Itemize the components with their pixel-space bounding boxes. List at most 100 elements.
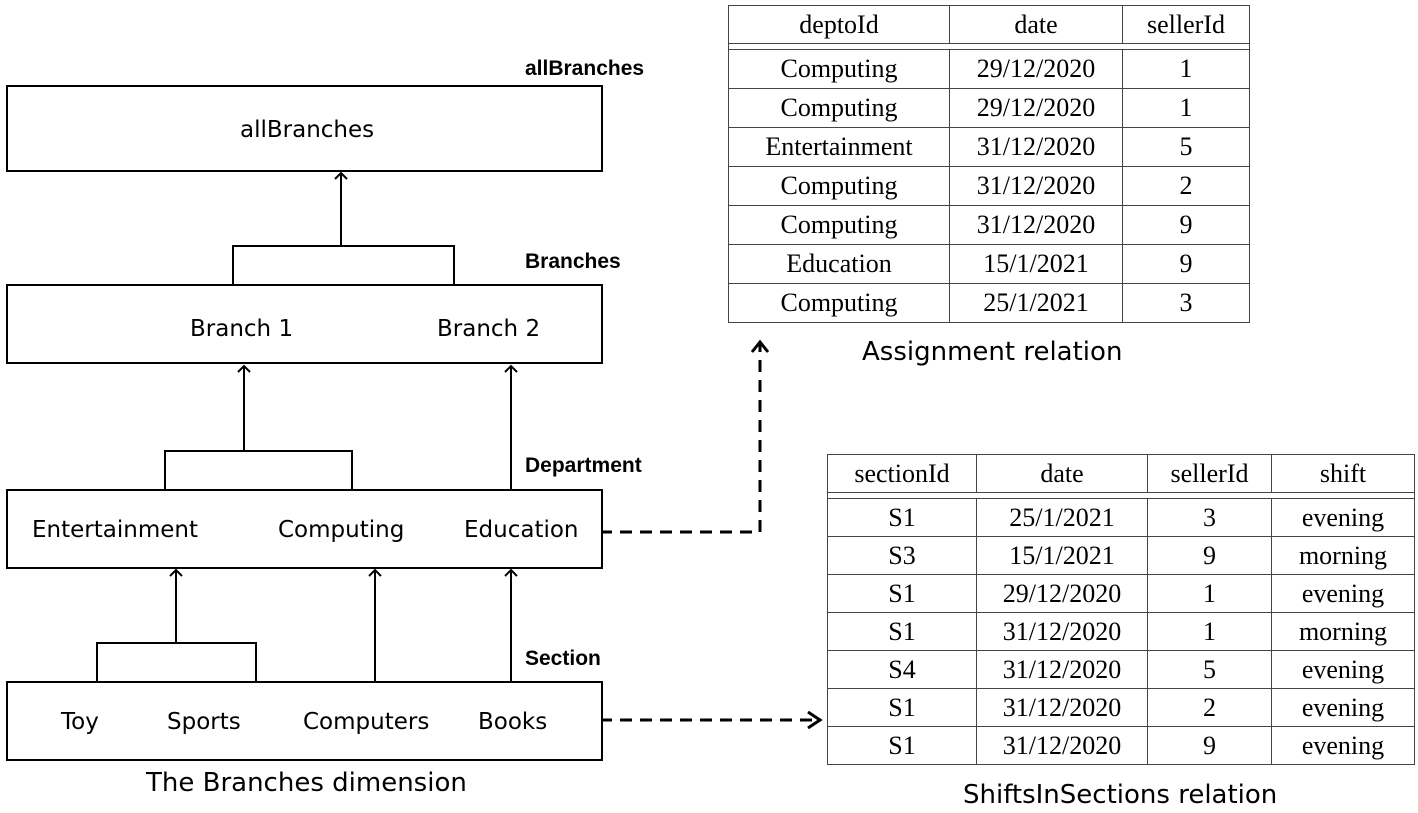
cell: 9 [1147, 536, 1272, 575]
cell: 3 [1147, 498, 1272, 537]
cell: morning [1271, 612, 1415, 651]
shifts-col-sellerid: sellerId [1147, 454, 1272, 493]
cell: 31/12/2020 [949, 127, 1123, 167]
cell: S1 [827, 574, 977, 613]
shifts-caption: ShiftsInSections relation [963, 780, 1278, 810]
assignment-header-row: deptoId date sellerId [728, 5, 1250, 44]
cell: 15/1/2021 [976, 536, 1148, 575]
cell: evening [1271, 498, 1415, 537]
member-books: Books [478, 709, 548, 735]
member-education: Education [464, 517, 579, 543]
cell: Computing [728, 49, 950, 89]
cell: S1 [827, 498, 977, 537]
cell: Computing [728, 205, 950, 245]
cell: 31/12/2020 [976, 688, 1148, 727]
member-toy: Toy [61, 709, 99, 735]
cell: 29/12/2020 [976, 574, 1148, 613]
level-label-section: Section [525, 647, 601, 670]
cell: 2 [1122, 166, 1250, 206]
cell: Entertainment [728, 127, 950, 167]
cell: 2 [1147, 688, 1272, 727]
arrowhead-assignment [750, 339, 770, 353]
link-department-to-assignment [600, 343, 762, 534]
assignment-caption: Assignment relation [862, 337, 1123, 367]
cell: 9 [1122, 244, 1250, 284]
cell: S4 [827, 650, 977, 689]
cell: morning [1271, 536, 1415, 575]
cell: Computing [728, 283, 950, 323]
rollup-branches-to-all [232, 171, 455, 284]
branches-level-box: Branch 1 Branch 2 [6, 284, 603, 364]
member-entertainment: Entertainment [32, 517, 198, 543]
arrowhead-shifts [807, 710, 823, 730]
cell: 1 [1147, 574, 1272, 613]
cell: Computing [728, 166, 950, 206]
cell: 31/12/2020 [976, 612, 1148, 651]
cell: 5 [1147, 650, 1272, 689]
cell: S1 [827, 726, 977, 765]
cell: 29/12/2020 [949, 49, 1123, 89]
member-computers: Computers [303, 709, 430, 735]
department-level-box: Entertainment Computing Education [6, 489, 603, 569]
cell: Education [728, 244, 950, 284]
allbranches-level-box: allBranches [6, 85, 603, 172]
member-sports: Sports [167, 709, 241, 735]
level-label-department: Department [525, 454, 642, 477]
dimension-caption: The Branches dimension [146, 768, 467, 798]
cell: S3 [827, 536, 977, 575]
section-level-box: Toy Sports Computers Books [6, 681, 603, 761]
cell: S1 [827, 612, 977, 651]
cell: evening [1271, 574, 1415, 613]
level-label-branches: Branches [525, 250, 621, 273]
shifts-col-sectionid: sectionId [827, 454, 977, 493]
cell: 31/12/2020 [949, 166, 1123, 206]
assignment-col-deptoid: deptoId [728, 5, 950, 44]
cell: 9 [1122, 205, 1250, 245]
member-allbranches: allBranches [240, 117, 375, 143]
cell: 3 [1122, 283, 1250, 323]
member-computing: Computing [278, 517, 405, 543]
cell: 9 [1147, 726, 1272, 765]
cell: 1 [1122, 88, 1250, 128]
member-branch-2: Branch 2 [437, 316, 541, 342]
shifts-col-date: date [976, 454, 1148, 493]
level-label-allbranches: allBranches [525, 57, 645, 80]
cell: Computing [728, 88, 950, 128]
cell: evening [1271, 688, 1415, 727]
rollup-department-to-branches [164, 364, 518, 489]
cell: 5 [1122, 127, 1250, 167]
member-branch-1: Branch 1 [190, 316, 294, 342]
cell: 15/1/2021 [949, 244, 1123, 284]
assignment-col-sellerid: sellerId [1122, 5, 1250, 44]
cell: 29/12/2020 [949, 88, 1123, 128]
cell: 31/12/2020 [976, 726, 1148, 765]
cell: evening [1271, 650, 1415, 689]
cell: 1 [1147, 612, 1272, 651]
cell: evening [1271, 726, 1415, 765]
rollup-section-to-department [96, 568, 518, 681]
cell: 31/12/2020 [976, 650, 1148, 689]
shifts-header-row: sectionId date sellerId shift [827, 454, 1415, 493]
cell: 25/1/2021 [949, 283, 1123, 323]
shifts-col-shift: shift [1271, 454, 1415, 493]
cell: 1 [1122, 49, 1250, 89]
cell: S1 [827, 688, 977, 727]
